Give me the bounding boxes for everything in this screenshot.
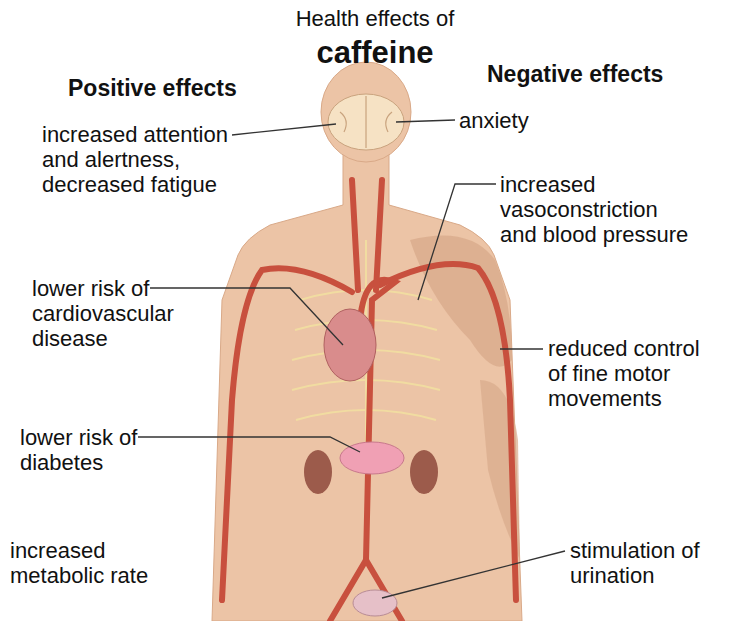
brain-folds bbox=[340, 96, 392, 148]
label-slot: stimulation of urination bbox=[570, 538, 740, 588]
effect-label: reduced control of fine motor movements bbox=[548, 336, 708, 411]
body-silhouette bbox=[212, 150, 522, 621]
label-slot: lower risk of cardiovascular disease bbox=[32, 276, 197, 351]
label-slot: increased vasoconstriction and blood pre… bbox=[500, 172, 690, 247]
label-slot: Positive effects bbox=[68, 76, 283, 101]
diagram-title: Health effects of caffeine bbox=[265, 2, 485, 70]
effect-label: increased metabolic rate bbox=[10, 538, 180, 588]
effects-panel: Negative effects anxiety increased vasocon… bbox=[452, 58, 749, 621]
kidney bbox=[304, 450, 332, 494]
label-slot: anxiety bbox=[459, 108, 579, 133]
head bbox=[321, 62, 411, 162]
effect-label: increased vasoconstriction and blood pre… bbox=[500, 172, 690, 247]
effect-label: anxiety bbox=[459, 108, 579, 133]
label-slot: reduced control of fine motor movements bbox=[548, 336, 708, 411]
brain bbox=[328, 94, 404, 150]
label-slot: increased attention and alertness, decre… bbox=[42, 122, 247, 197]
panel-heading: Positive effects bbox=[68, 76, 283, 101]
heart bbox=[324, 309, 376, 381]
panel-shape bbox=[452, 58, 749, 621]
bladder bbox=[353, 590, 397, 616]
ribs bbox=[292, 240, 440, 560]
effect-label: increased attention and alertness, decre… bbox=[42, 122, 247, 197]
effect-label: lower risk of diabetes bbox=[20, 425, 180, 475]
label-slot: increased metabolic rate bbox=[10, 538, 180, 588]
effect-label: stimulation of urination bbox=[570, 538, 740, 588]
panel-shape bbox=[8, 58, 287, 621]
effect-label: lower risk of cardiovascular disease bbox=[32, 276, 197, 351]
arteries bbox=[222, 180, 516, 621]
label-slot: lower risk of diabetes bbox=[20, 425, 180, 475]
label-slot: Negative effects bbox=[487, 62, 737, 87]
panel-heading: Negative effects bbox=[487, 62, 737, 87]
effects-panel: Positive effects increased attention and … bbox=[8, 58, 287, 621]
kidney bbox=[410, 450, 438, 494]
